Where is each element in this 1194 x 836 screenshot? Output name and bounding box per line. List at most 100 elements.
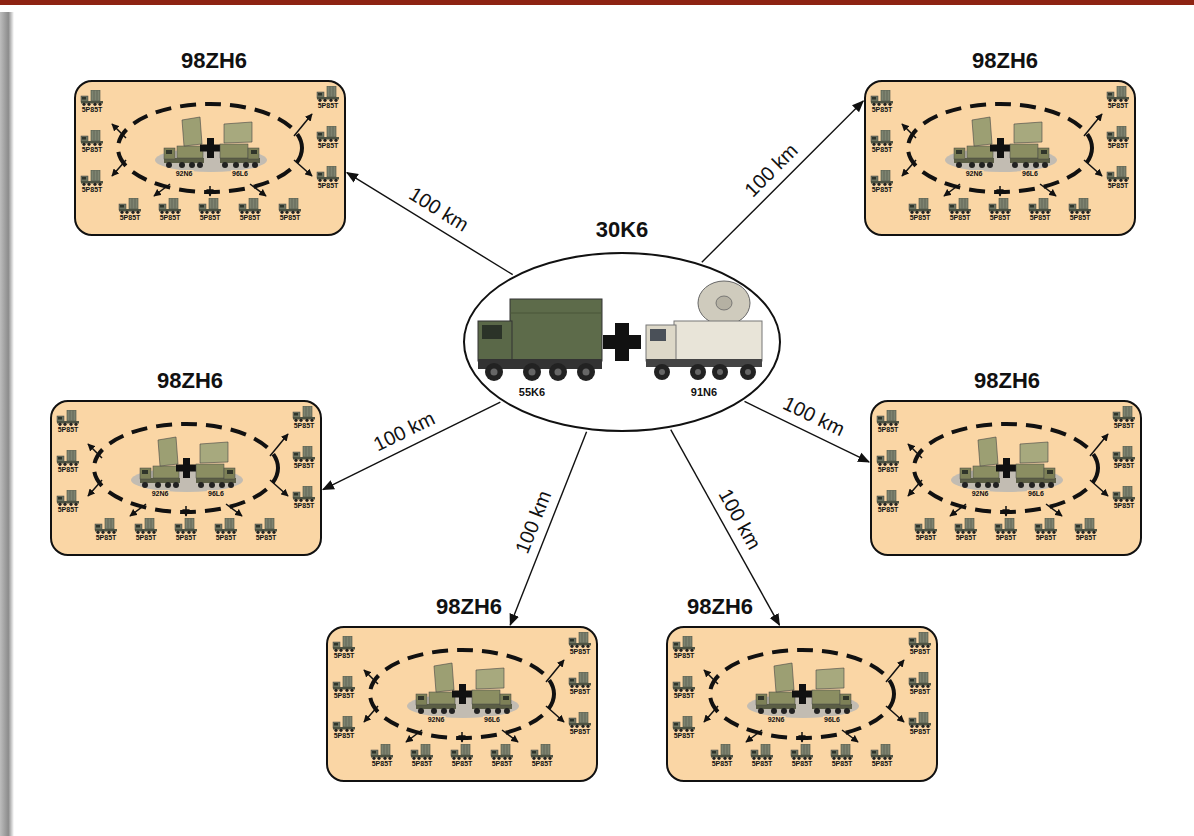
battery-box: 98ZH692N696L65P85T5P85T5P85T5P85T5P85T5P… <box>870 400 1142 556</box>
launcher-label: 5P85T <box>81 106 104 113</box>
launcher-label: 5P85T <box>569 648 592 655</box>
launcher-label: 5P85T <box>1113 462 1136 469</box>
battery-title: 98ZH6 <box>436 596 502 618</box>
range-arrow <box>323 402 500 490</box>
battery-illustration <box>326 626 598 782</box>
command-post-ellipse: 30K655K691N6 <box>462 251 782 433</box>
launcher-label: 5P85T <box>135 534 158 541</box>
battery-illustration <box>74 80 346 236</box>
battery-box: 98ZH692N696L65P85T5P85T5P85T5P85T5P85T5P… <box>50 400 322 556</box>
launcher-label: 5P85T <box>949 214 972 221</box>
launcher-label: 5P85T <box>411 760 434 767</box>
launcher-label: 5P85T <box>791 760 814 767</box>
battery-box: 98ZH692N696L65P85T5P85T5P85T5P85T5P85T5P… <box>666 626 938 782</box>
launcher-label: 5P85T <box>1035 534 1058 541</box>
launcher-label: 5P85T <box>95 534 118 541</box>
launcher-label: 5P85T <box>989 214 1012 221</box>
launcher-label: 5P85T <box>673 732 696 739</box>
command-post-illustration <box>462 251 782 433</box>
launcher-label: 5P85T <box>199 214 222 221</box>
launcher-label: 5P85T <box>915 534 938 541</box>
radar-label: 92N6 <box>427 716 446 723</box>
launcher-label: 5P85T <box>317 102 340 109</box>
launcher-label: 5P85T <box>909 688 932 695</box>
distance-label: 100 km <box>509 485 556 560</box>
radar-label: 96L6 <box>231 170 249 177</box>
launcher-label: 5P85T <box>871 146 894 153</box>
battery-title: 98ZH6 <box>687 596 753 618</box>
top-bar <box>0 0 1194 5</box>
launcher-label: 5P85T <box>159 214 182 221</box>
radar-label: 96L6 <box>1021 170 1039 177</box>
launcher-label: 5P85T <box>215 534 238 541</box>
launcher-label: 5P85T <box>57 506 80 513</box>
vehicle-label: 55K6 <box>517 387 547 398</box>
launcher-label: 5P85T <box>119 214 142 221</box>
launcher-label: 5P85T <box>1029 214 1052 221</box>
battery-title: 98ZH6 <box>974 370 1040 392</box>
launcher-label: 5P85T <box>531 760 554 767</box>
radar-label: 92N6 <box>175 170 194 177</box>
launcher-label: 5P85T <box>371 760 394 767</box>
radar-label: 96L6 <box>207 490 225 497</box>
launcher-label: 5P85T <box>293 502 316 509</box>
launcher-label: 5P85T <box>673 652 696 659</box>
launcher-label: 5P85T <box>877 466 900 473</box>
launcher-label: 5P85T <box>877 426 900 433</box>
launcher-label: 5P85T <box>81 146 104 153</box>
launcher-label: 5P85T <box>831 760 854 767</box>
radar-label: 92N6 <box>971 490 990 497</box>
battery-illustration <box>870 400 1142 556</box>
launcher-label: 5P85T <box>175 534 198 541</box>
launcher-label: 5P85T <box>279 214 302 221</box>
radar-label: 96L6 <box>823 716 841 723</box>
launcher-label: 5P85T <box>491 760 514 767</box>
launcher-label: 5P85T <box>1107 182 1130 189</box>
distance-label: 100 km <box>777 391 851 442</box>
radar-label: 96L6 <box>1027 490 1045 497</box>
launcher-label: 5P85T <box>673 692 696 699</box>
launcher-label: 5P85T <box>1069 214 1092 221</box>
battery-box: 98ZH692N696L65P85T5P85T5P85T5P85T5P85T5P… <box>864 80 1136 236</box>
launcher-label: 5P85T <box>239 214 262 221</box>
launcher-label: 5P85T <box>1107 102 1130 109</box>
launcher-label: 5P85T <box>955 534 978 541</box>
battery-illustration <box>864 80 1136 236</box>
launcher-label: 5P85T <box>751 760 774 767</box>
launcher-label: 5P85T <box>995 534 1018 541</box>
launcher-label: 5P85T <box>451 760 474 767</box>
launcher-label: 5P85T <box>877 506 900 513</box>
launcher-label: 5P85T <box>711 760 734 767</box>
battery-title: 98ZH6 <box>157 370 223 392</box>
launcher-label: 5P85T <box>81 186 104 193</box>
battery-illustration <box>50 400 322 556</box>
distance-label: 100 km <box>402 181 474 237</box>
launcher-label: 5P85T <box>293 422 316 429</box>
battery-box: 98ZH692N696L65P85T5P85T5P85T5P85T5P85T5P… <box>326 626 598 782</box>
battery-box: 98ZH692N696L65P85T5P85T5P85T5P85T5P85T5P… <box>74 80 346 236</box>
launcher-label: 5P85T <box>317 182 340 189</box>
launcher-label: 5P85T <box>871 186 894 193</box>
launcher-label: 5P85T <box>333 652 356 659</box>
launcher-label: 5P85T <box>255 534 278 541</box>
launcher-label: 5P85T <box>293 462 316 469</box>
radar-label: 96L6 <box>483 716 501 723</box>
launcher-label: 5P85T <box>871 760 894 767</box>
launcher-label: 5P85T <box>1107 142 1130 149</box>
launcher-label: 5P85T <box>569 728 592 735</box>
launcher-label: 5P85T <box>57 426 80 433</box>
launcher-label: 5P85T <box>333 692 356 699</box>
range-arrow <box>702 101 863 262</box>
distance-label: 100 km <box>737 137 803 203</box>
battery-title: 98ZH6 <box>181 50 247 72</box>
radar-label: 92N6 <box>151 490 170 497</box>
system-title: 30K6 <box>596 219 649 241</box>
radar-label: 92N6 <box>767 716 786 723</box>
radar-label: 92N6 <box>965 170 984 177</box>
launcher-label: 5P85T <box>909 728 932 735</box>
launcher-label: 5P85T <box>1113 422 1136 429</box>
distance-label: 100 km <box>367 405 441 456</box>
launcher-label: 5P85T <box>57 466 80 473</box>
vehicle-label: 91N6 <box>689 387 719 398</box>
